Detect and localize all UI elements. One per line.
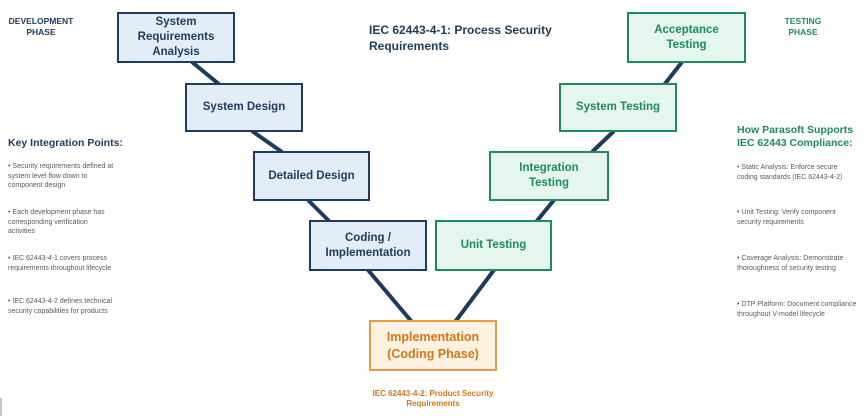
diagram-title: IEC 62443-4-1: Process Security Requirem…	[369, 23, 552, 53]
connector-system-to-acceptance	[662, 60, 684, 87]
integration-testing-box: Integration Testing	[489, 151, 609, 201]
development-phase-label: DEVELOPMENT PHASE	[8, 16, 74, 37]
connector-coding-to-implementation	[366, 268, 414, 324]
unit-testing-box: Unit Testing	[435, 220, 552, 271]
system-requirements-analysis-box: System Requirements Analysis	[117, 12, 235, 63]
implementation-coding-phase-box: Implementation (Coding Phase)	[369, 320, 497, 371]
connector-implementation-to-unit	[453, 268, 496, 324]
acceptance-testing-box: Acceptance Testing	[627, 12, 746, 63]
system-design-box: System Design	[185, 83, 303, 132]
right-point-2: Unit Testing: Verify component security …	[737, 208, 862, 227]
right-point-3: Coverage Analysis: Demonstrate thoroughn…	[737, 254, 862, 273]
left-point-4: IEC 62443-4-2 defines technical security…	[8, 297, 128, 316]
right-point-4: DTP Platform: Document compliance throug…	[737, 300, 862, 319]
connector-design-to-detailed	[250, 129, 284, 154]
product-security-caption: IEC 62443-4-2: Product Security Requirem…	[372, 389, 494, 408]
connector-integration-to-system	[590, 129, 616, 154]
left-edge-marker	[0, 398, 2, 416]
coding-implementation-box: Coding / Implementation	[309, 220, 427, 271]
testing-phase-label: TESTING PHASE	[784, 16, 822, 37]
connector-unit-to-integration	[534, 198, 556, 224]
right-point-1: Static Analysis: Enforce secure coding s…	[737, 163, 862, 182]
connector-detailed-to-coding	[306, 198, 332, 224]
left-point-3: IEC 62443-4-1 covers process requirement…	[8, 254, 128, 273]
parasoft-support-heading: How Parasoft Supports IEC 62443 Complian…	[737, 124, 854, 149]
key-integration-points-heading: Key Integration Points:	[8, 137, 123, 149]
detailed-design-box: Detailed Design	[253, 151, 370, 201]
system-testing-box: System Testing	[559, 83, 677, 132]
connector-requirements-to-design	[190, 60, 222, 87]
left-point-2: Each development phase has corresponding…	[8, 208, 128, 237]
left-point-1: Security requirements defined at system …	[8, 162, 128, 191]
